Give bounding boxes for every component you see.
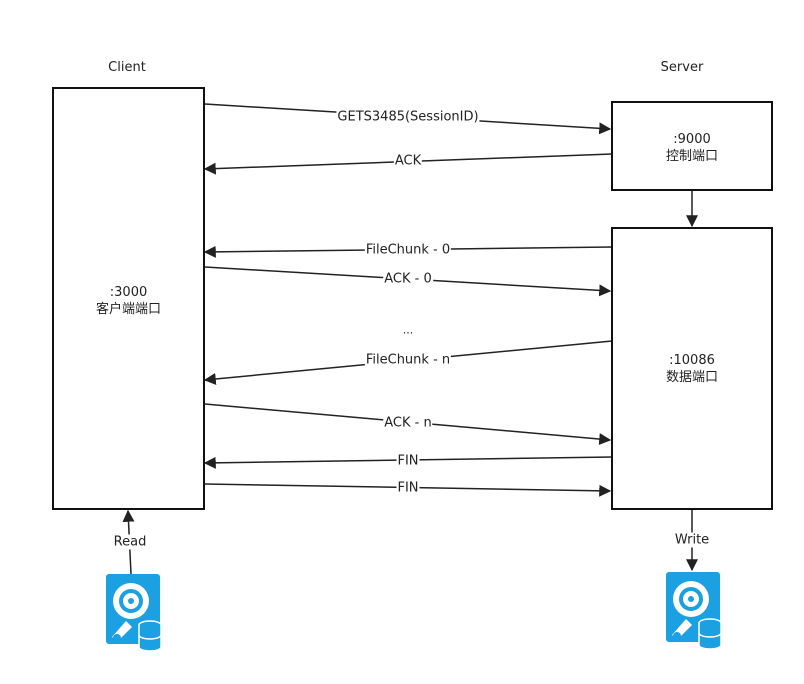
label-fin-2: FIN <box>396 480 420 496</box>
client-hard-disk-icon <box>106 574 162 652</box>
label-filechunk-n: FileChunk - n <box>364 352 452 368</box>
label-ack-0: ACK - 0 <box>383 271 433 287</box>
server-hard-disk-icon <box>666 572 722 650</box>
data-port-label: 数据端口 <box>665 370 718 385</box>
control-port-box: :9000 控制端口 <box>611 101 773 191</box>
label-write: Write <box>673 532 711 548</box>
client-port-box: :3000 客户端端口 <box>52 87 205 510</box>
client-port-label: 客户端端口 <box>95 302 161 317</box>
label-fin-1: FIN <box>396 453 420 469</box>
server-title: Server <box>660 60 704 75</box>
client-title: Client <box>108 60 146 75</box>
label-ack: ACK <box>393 153 423 169</box>
control-port-label: 控制端口 <box>665 149 718 164</box>
label-gets: GETS3485(SessionID) <box>336 109 480 125</box>
label-read: Read <box>112 534 148 550</box>
label-ack-n: ACK - n <box>383 415 433 431</box>
label-ellipsis: ... <box>401 323 415 337</box>
client-port: :3000 <box>109 285 148 300</box>
control-port: :9000 <box>673 132 711 147</box>
data-port: :10086 <box>669 353 715 368</box>
data-port-box: :10086 数据端口 <box>611 227 773 510</box>
label-filechunk-0: FileChunk - 0 <box>364 242 452 258</box>
